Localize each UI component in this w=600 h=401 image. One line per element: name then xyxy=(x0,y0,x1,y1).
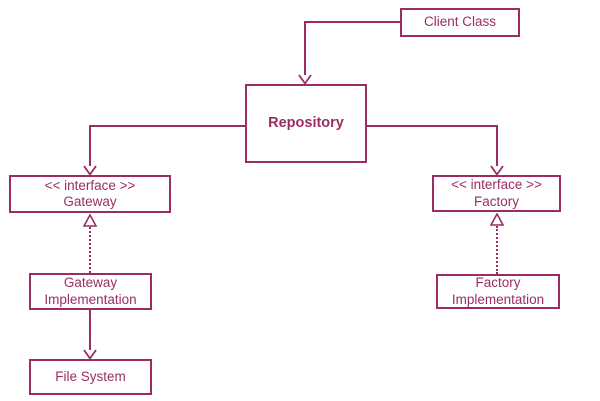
node-factory-interface-name: Factory xyxy=(473,193,519,209)
edge-repository-to-factory-hsegment xyxy=(367,125,497,127)
node-factory-implementation-line1: Factory xyxy=(475,275,521,291)
node-repository-label: Repository xyxy=(268,114,344,131)
node-file-system-label: File System xyxy=(55,368,126,384)
edge-repository-to-gateway-vsegment xyxy=(89,125,91,166)
node-gateway-implementation-line1: Gateway xyxy=(63,275,118,291)
node-gateway-implementation-line2: Implementation xyxy=(44,291,137,307)
node-factory-implementation: Factory Implementation xyxy=(436,274,560,309)
node-gateway-implementation: Gateway Implementation xyxy=(29,273,152,310)
edge-factoryimpl-to-factory-dotted xyxy=(496,226,498,274)
edge-gatewayimpl-to-filesystem-vsegment xyxy=(89,310,91,350)
open-arrowhead-down-icon xyxy=(298,74,312,86)
edge-repository-to-factory-vsegment xyxy=(496,125,498,166)
node-gateway-interface: << interface >> Gateway xyxy=(9,175,171,213)
edge-client-to-repository-hsegment xyxy=(305,21,400,23)
open-arrowhead-down-icon xyxy=(490,165,504,177)
node-factory-interface-stereotype: << interface >> xyxy=(451,177,542,193)
open-arrowhead-down-icon xyxy=(83,165,97,177)
hollow-triangle-up-icon xyxy=(489,212,505,226)
node-client-class-label: Client Class xyxy=(423,14,497,30)
node-gateway-interface-name: Gateway xyxy=(63,194,117,209)
open-arrowhead-down-icon xyxy=(83,349,97,361)
node-factory-implementation-line2: Implementation xyxy=(451,291,545,307)
node-gateway-interface-stereotype: << interface >> xyxy=(44,177,136,193)
edge-gatewayimpl-to-gateway-dotted xyxy=(89,227,91,273)
edge-client-to-repository-vsegment xyxy=(304,21,306,75)
node-client-class: Client Class xyxy=(400,8,520,37)
node-factory-interface: << interface >> Factory xyxy=(432,175,561,212)
edge-repository-to-gateway-hsegment xyxy=(90,125,245,127)
node-repository: Repository xyxy=(245,84,367,163)
node-file-system: File System xyxy=(29,359,152,395)
hollow-triangle-up-icon xyxy=(82,213,98,227)
